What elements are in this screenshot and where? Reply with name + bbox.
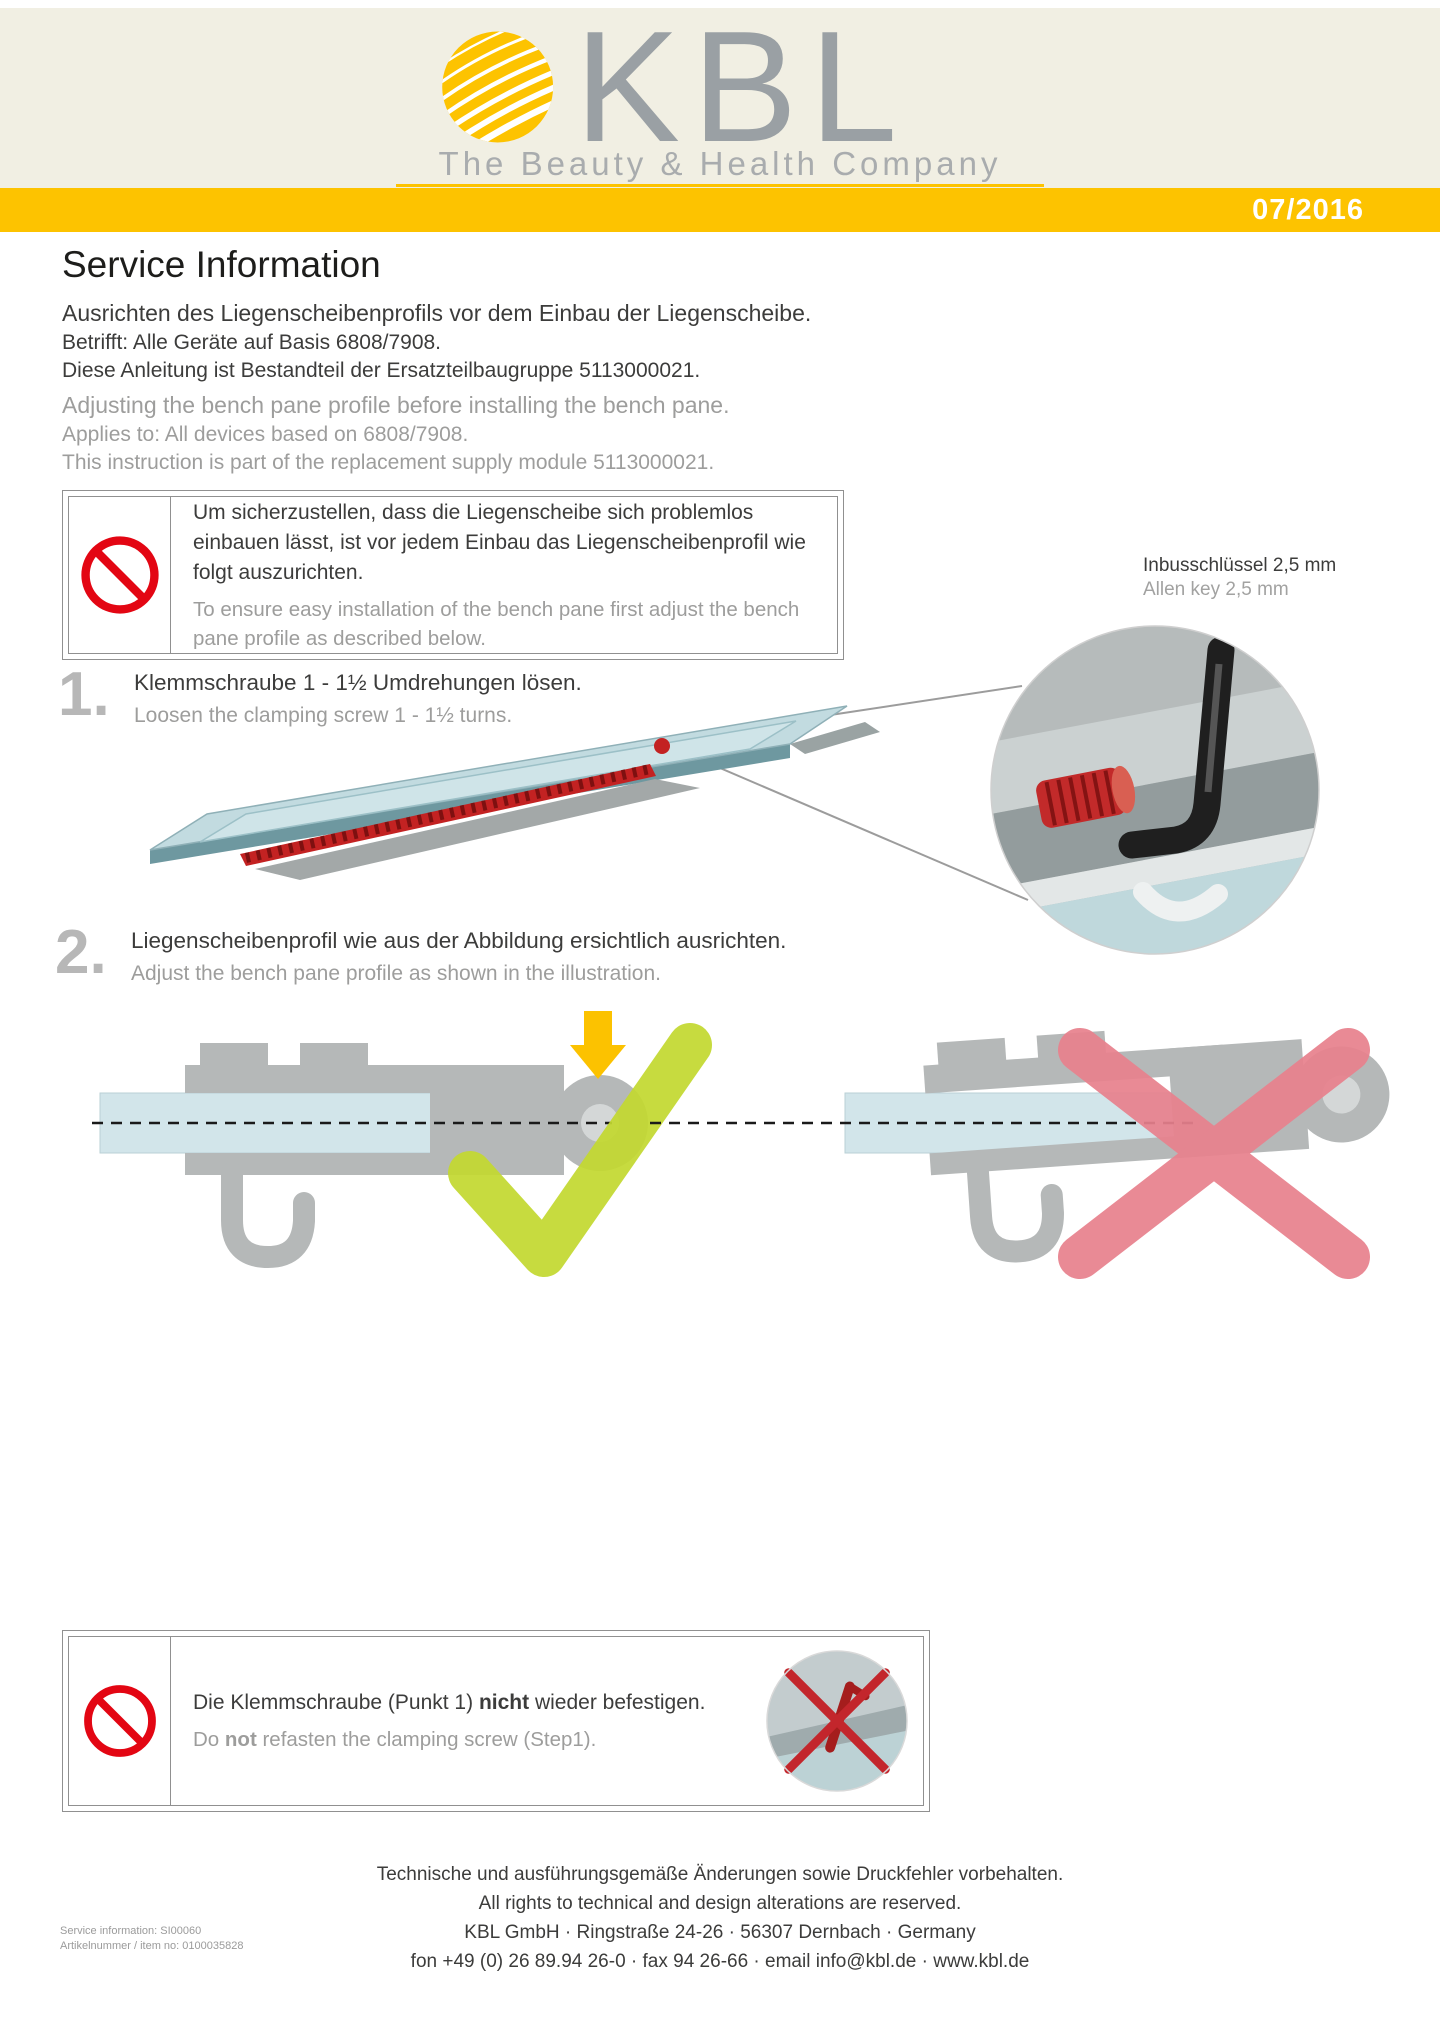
step-2-number: 2. — [55, 918, 107, 987]
header: KBL The Beauty & Health Company — [0, 8, 1440, 188]
warning-text-cell: Die Klemmschraube (Punkt 1) nicht wieder… — [171, 1637, 751, 1805]
intro-de-line1: Ausrichten des Liegenscheibenprofils vor… — [62, 300, 812, 326]
prohibition-icon — [83, 1685, 156, 1757]
allen-key-label: Inbusschlüssel 2,5 mm Allen key 2,5 mm — [1143, 554, 1336, 602]
kbl-logo: KBL — [438, 0, 910, 175]
allen-key-icon — [1118, 636, 1235, 922]
step-2-text: Liegenscheibenprofil wie aus der Abbildu… — [131, 922, 786, 988]
step-1-text: Klemmschraube 1 - 1½ Umdrehungen lösen. … — [134, 664, 582, 730]
warning1-text-de: Um sicherzustellen, dass die Liegenschei… — [193, 500, 806, 584]
warning2-figure-cell — [751, 1637, 923, 1805]
step-2-text-en: Adjust the bench pane profile as shown i… — [131, 962, 661, 985]
callout-detail-circle — [990, 625, 1320, 955]
warning2-text-de: Die Klemmschraube (Punkt 1) nicht wieder… — [193, 1691, 706, 1714]
allen-key-label-en: Allen key 2,5 mm — [1143, 579, 1289, 600]
profile-correct-figure — [92, 1011, 712, 1277]
logo-tagline: The Beauty & Health Company — [438, 145, 1002, 182]
clamping-screw-marker — [654, 738, 670, 754]
intro-en-line2: Applies to: All devices based on 6808/79… — [62, 423, 469, 446]
step-1-text-en: Loosen the clamping screw 1 - 1½ turns. — [134, 704, 513, 727]
step-1: 1. Klemmschraube 1 - 1½ Umdrehungen löse… — [58, 664, 582, 730]
alignment-illustration — [92, 1005, 1440, 1279]
date-bar: 07/2016 — [0, 188, 1440, 232]
warning-box-refasten: Die Klemmschraube (Punkt 1) nicht wieder… — [62, 1630, 930, 1812]
warning-box-frame: Um sicherzustellen, dass die Liegenschei… — [68, 496, 838, 654]
intro-english: Adjusting the bench pane profile before … — [62, 389, 729, 477]
warning-icon-cell — [69, 497, 171, 653]
footer-disclaimer-en: All rights to technical and design alter… — [478, 1893, 962, 1914]
no-refasten-figure — [766, 1650, 908, 1792]
check-icon — [448, 1023, 712, 1277]
profile-incorrect-figure — [650, 1011, 1399, 1279]
tagline-underline — [396, 184, 1044, 187]
cross-icon — [784, 1668, 890, 1774]
bench-pane-figure — [149, 705, 880, 880]
bench-pane-cross-section — [844, 1092, 1178, 1154]
intro-en-line1: Adjusting the bench pane profile before … — [62, 392, 730, 418]
document-identifiers: Service information: SI00060 Artikelnumm… — [60, 1924, 243, 1954]
footer-contact: fon +49 (0) 26 89.94 26-0 · fax 94 26-66… — [410, 1951, 1030, 1972]
warning1-text-en: To ensure easy installation of the bench… — [193, 597, 800, 650]
step-2: 2. Liegenscheibenprofil wie aus der Abbi… — [55, 922, 786, 988]
warning-icon-cell — [69, 1637, 171, 1805]
step-1-text-de: Klemmschraube 1 - 1½ Umdrehungen lösen. — [134, 670, 582, 695]
intro-de-line2: Betrifft: Alle Geräte auf Basis 6808/790… — [62, 331, 442, 354]
clamping-screw-icon — [1036, 765, 1136, 828]
intro-en-line3: This instruction is part of the replacem… — [62, 451, 715, 474]
warning2-text-en: Do not refasten the clamping screw (Step… — [193, 1728, 597, 1751]
intro-de-line3: Diese Anleitung ist Bestandteil der Ersa… — [62, 359, 701, 382]
kbl-sun-icon — [438, 28, 557, 146]
bench-pane-cross-section — [99, 1092, 433, 1154]
page-title: Service Information — [62, 244, 381, 285]
footer: Technische und ausführungsgemäße Änderun… — [0, 1860, 1440, 1976]
cross-icon — [1058, 1028, 1370, 1279]
footer-disclaimer-de: Technische und ausführungsgemäße Änderun… — [376, 1864, 1064, 1885]
warning-box-frame: Die Klemmschraube (Punkt 1) nicht wieder… — [68, 1636, 924, 1806]
step-2-text-de: Liegenscheibenprofil wie aus der Abbildu… — [131, 928, 787, 953]
intro-german: Ausrichten des Liegenscheibenprofils vor… — [62, 297, 811, 385]
item-number: Artikelnummer / item no: 0100035828 — [60, 1940, 244, 1952]
logo-text: KBL — [574, 0, 910, 175]
allen-key-label-de: Inbusschlüssel 2,5 mm — [1143, 555, 1337, 576]
warning-text-cell: Um sicherzustellen, dass die Liegenschei… — [171, 497, 837, 653]
service-info-number: Service information: SI00060 — [60, 1925, 202, 1937]
issue-date: 07/2016 — [1252, 194, 1364, 226]
step-1-number: 1. — [58, 660, 110, 729]
warning-box-alignment: Um sicherzustellen, dass die Liegenschei… — [62, 490, 844, 660]
down-arrow-icon — [570, 1011, 626, 1079]
clamping-strip — [240, 764, 656, 866]
footer-company-address: KBL GmbH · Ringstraße 24-26 · 56307 Dern… — [464, 1922, 976, 1943]
prohibition-icon — [80, 536, 159, 614]
